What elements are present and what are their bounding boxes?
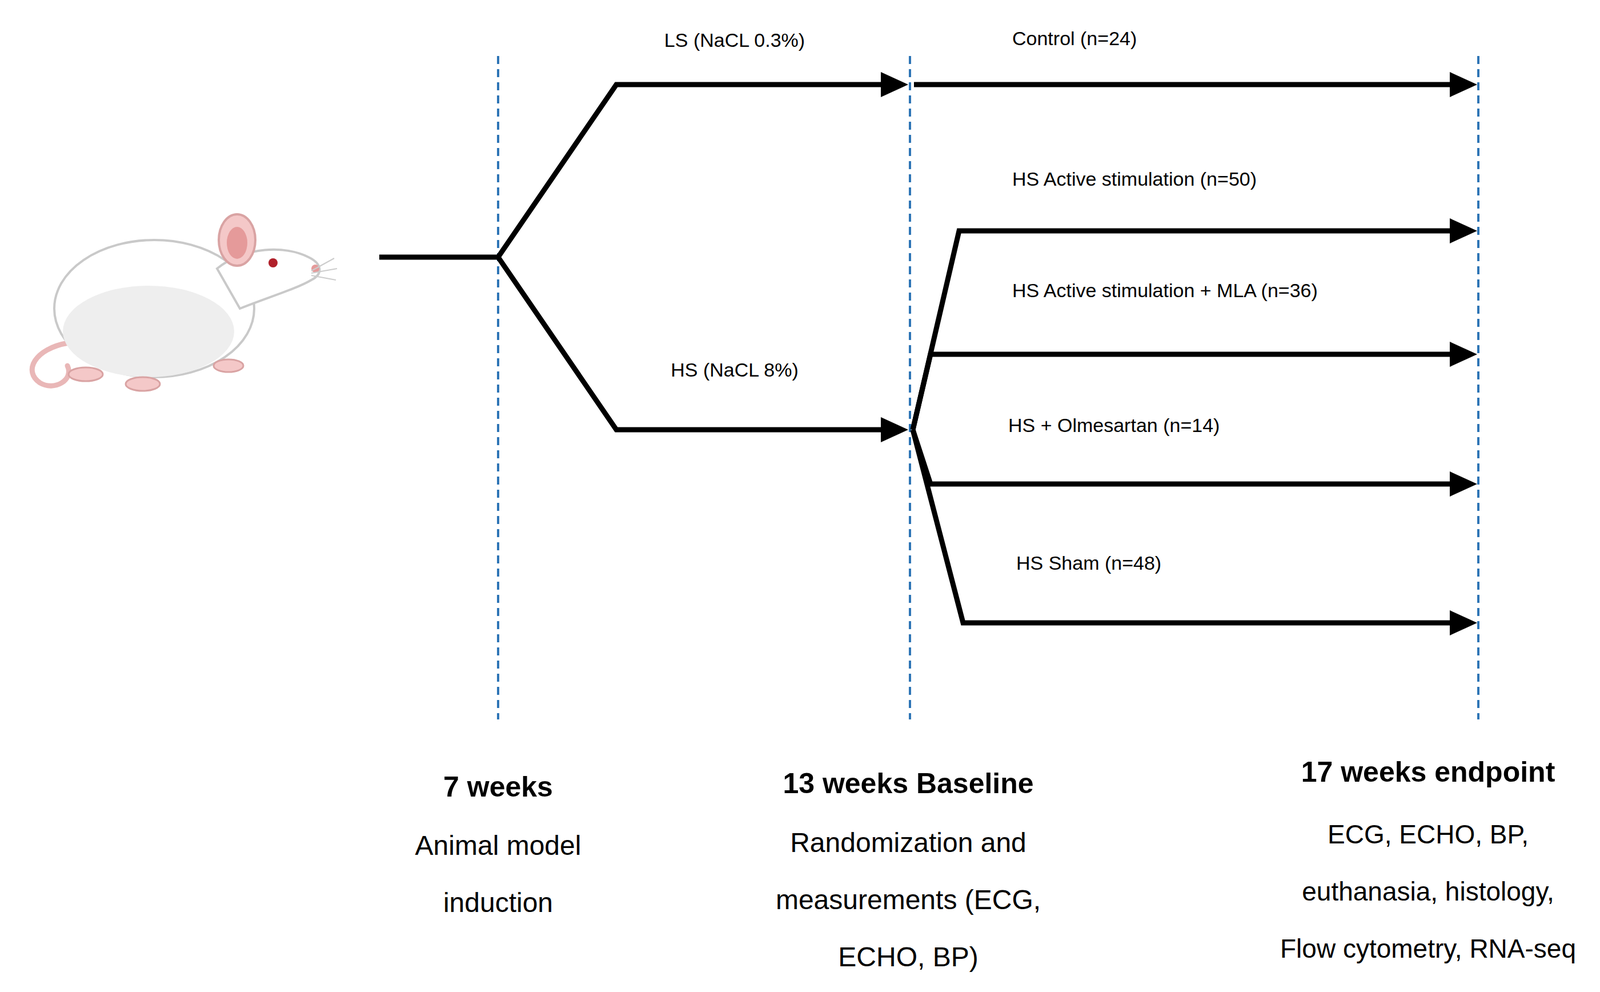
timepoint-heading: 7 weeks (378, 770, 619, 804)
timepoint-heading: 17 weeks endpoint (1268, 755, 1589, 789)
timepoint-description: ECG, ECHO, BP, euthanasia, histology, Fl… (1273, 805, 1583, 977)
branch-label: HS (NaCL 8%) (614, 358, 855, 382)
timepoint-description: Randomization and measurements (ECG, ECH… (774, 813, 1043, 986)
timeline-arrow (498, 84, 892, 258)
timeline-arrow (498, 257, 892, 430)
timepoint-guide (1477, 55, 1480, 720)
group-label: Control (n=24) (1012, 27, 1447, 50)
timeline-arrow (912, 429, 1461, 623)
timepoint-guide (908, 55, 912, 720)
rat-illustration (31, 214, 338, 391)
branch-label: LS (NaCL 0.3%) (614, 29, 855, 52)
timeline-arrow (379, 254, 499, 260)
group-label: HS Sham (n=48) (1016, 551, 1451, 575)
group-label: HS Active stimulation (n=50) (1012, 167, 1447, 191)
timepoint-heading: 13 weeks Baseline (748, 767, 1069, 801)
timepoint-description: Animal model induction (383, 816, 613, 932)
group-label: HS + Olmesartan (n=14) (1008, 414, 1443, 437)
group-label: HS Active stimulation + MLA (n=36) (1012, 279, 1458, 302)
timeline-arrow (912, 429, 1461, 484)
timeline-arrow (912, 230, 1461, 430)
timepoint-guide (496, 55, 500, 720)
timeline-arrow (913, 82, 1461, 88)
